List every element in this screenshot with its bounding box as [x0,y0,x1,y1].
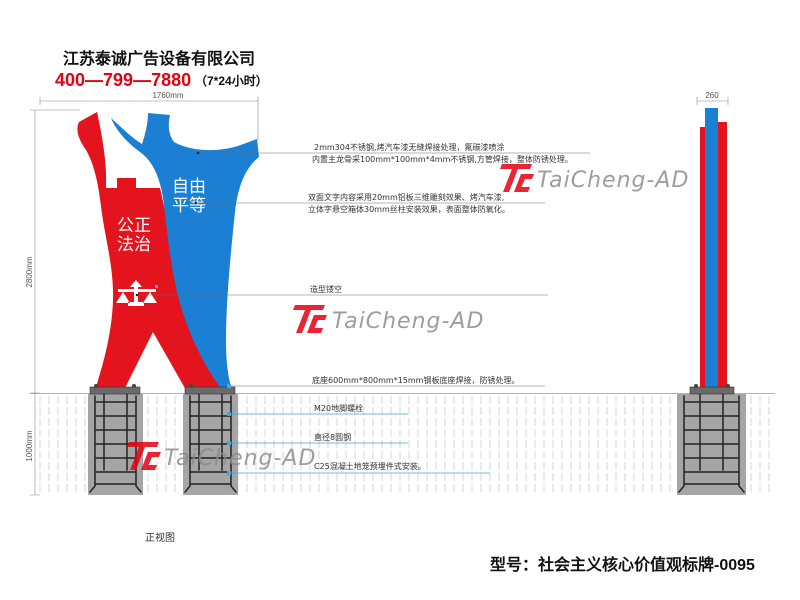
sign-text-freedom: 自由 [172,177,206,197]
leader-dot-hollow [135,293,139,297]
rebar-cage-right [678,387,745,493]
note-foundation: C25混凝土地笼预埋件式安装。 [314,461,426,471]
sign-blue-body [111,113,259,390]
note-anchor-bolt: M20地脚螺栓 [314,403,363,413]
leader-dot-shell [196,151,200,155]
leader-marker-anchor-bolt [227,412,231,416]
note-lettering-line-1: 双面文字内容采用20mm铝板三维雕刻效果、烤汽车漆, [308,192,504,202]
watermark-text: TaiCheng-AD [164,446,316,471]
note-base-plate: 底座600mm*800mm*15mm钢板底座焊接，防锈处理。 [312,375,519,385]
sign-text-justice: 公正 [117,216,151,236]
side-view-red-right [718,122,727,390]
rebar-cage-left [89,387,142,493]
sign-red-body [77,112,228,390]
note-shell-line-2: 内置主龙骨采100mm*100mm*4mm不锈钢,方管焊接，整体防锈处理。 [312,154,573,164]
model-label: 型号：社会主义核心价值观标牌-0095 [490,555,755,574]
leader-dot-lettering [194,201,198,205]
tc-logo-icon [500,164,534,192]
leader-marker-base-plate [227,384,231,388]
side-view-blue-core [705,108,718,390]
width-dimension-ticks [39,97,259,140]
soil-hatch [35,395,775,495]
anchor-bolt-head [132,384,136,388]
company-name: 江苏泰诚广告设备有限公司 [63,49,255,68]
side-view-red-left [700,127,705,390]
anchor-bolt-head [726,384,730,388]
note-lettering-line-2: 立体字悬空箱体30mm丝柱安装效果，表面整体防氧化。 [308,204,510,214]
service-hours: （7*24小时） [195,73,268,88]
watermark-bottom-left: TaiCheng-AD [127,442,316,471]
leader-marker-foundation [227,471,231,475]
watermark-text: TaiCheng-AD [537,168,689,193]
note-shell-line-1: 2mm304不锈钢,烤汽车漆无缝焊接处理，氟碳漆喷涂 [314,142,505,152]
width-dimension-label: 1760mm [152,91,183,100]
anchor-bolt-head [94,384,98,388]
depth-dimension-label: 1000mm [25,430,34,461]
side-width-dimension-ticks [696,97,729,105]
side-width-dimension-label: 260 [705,91,719,100]
watermark-center: TaiCheng-AD [293,305,484,334]
watermark-top-right: TaiCheng-AD [500,164,689,193]
watermark-text: TaiCheng-AD [332,309,484,334]
rebar-cage-middle [184,387,237,493]
base-plate-right [689,386,735,395]
base-plate-left [89,386,141,395]
sign-text-rule-of-law: 法治 [117,235,151,255]
scales-of-justice-icon [116,280,157,306]
tc-logo-icon [127,442,161,470]
tc-logo-icon [293,305,327,333]
note-hollow-cutout: 造型镂空 [310,284,342,294]
anchor-bolt-head [189,384,193,388]
note-rebar: 直径8圆钢 [314,432,351,442]
anchor-bolt-head [694,384,698,388]
base-plate-middle [184,386,236,395]
leader-marker-rebar [227,441,231,445]
leader-marker-hollow [155,285,158,288]
height-dimension-ticks [30,109,80,496]
sign-text-equality: 平等 [172,196,206,216]
height-dimension-label: 2800mm [25,256,34,287]
view-label: 正视图 [145,531,175,544]
hotline-number: 400—799—7880 [55,70,191,90]
